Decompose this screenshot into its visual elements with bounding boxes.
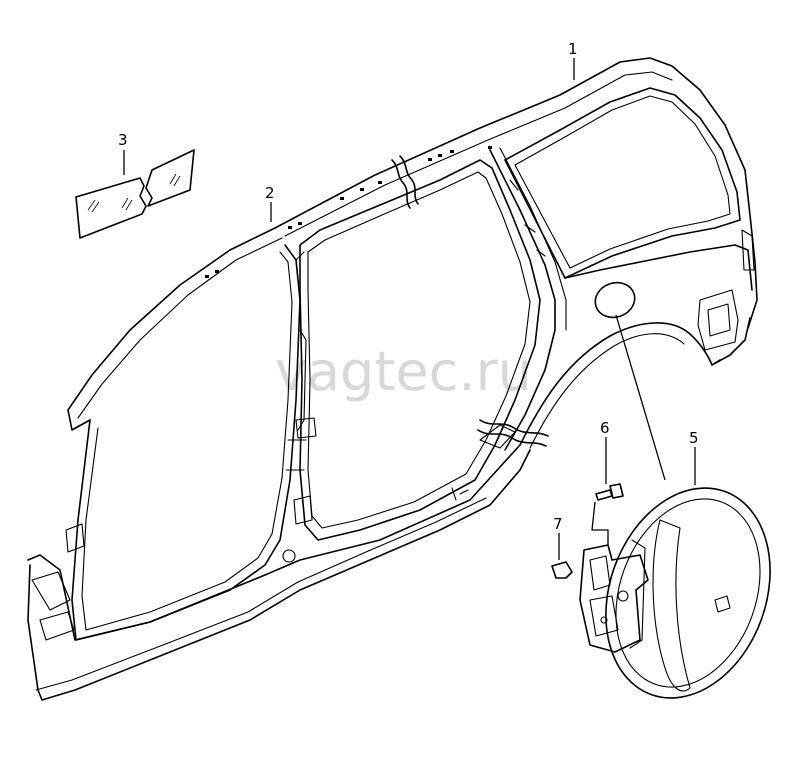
fuel-filler-flap <box>605 487 771 699</box>
flap-hinge <box>579 544 649 653</box>
callout-6: 6 <box>600 419 610 437</box>
buffer <box>551 561 573 579</box>
callout-3: 3 <box>118 131 128 149</box>
side-frame-inner <box>27 159 541 701</box>
glass-panel <box>75 149 195 239</box>
callout-5: 5 <box>689 429 699 447</box>
callout-1: 1 <box>568 40 578 58</box>
callout-7: 7 <box>553 515 563 533</box>
roof-rail-holes <box>205 146 492 278</box>
break-marks <box>391 155 549 447</box>
screw <box>595 483 624 501</box>
side-panel-outer <box>274 57 758 451</box>
leader-lines <box>123 58 696 560</box>
callout-2: 2 <box>265 184 275 202</box>
watermark: vagtec.ru <box>275 340 532 403</box>
